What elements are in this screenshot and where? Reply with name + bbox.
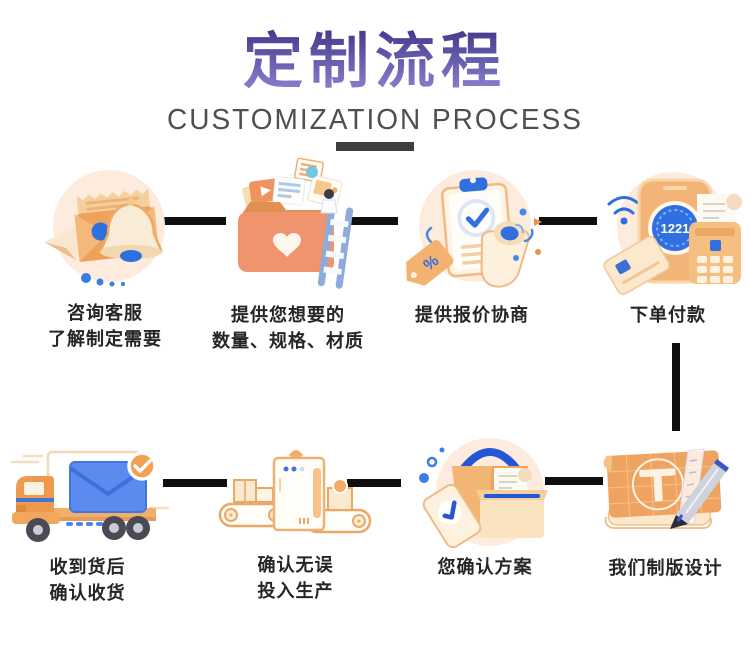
connector-step5-step6 [163,479,227,487]
step-design: 我们制版设计 [578,443,750,581]
delivery-truck-icon [10,450,169,542]
step-label: 您确认方案 [438,554,533,580]
step-label-line: 咨询客服 [67,303,143,323]
production-machine-icon [218,450,371,534]
step-requirements: 提供您想要的 数量、规格、材质 [198,158,378,354]
shopping-bag-icon [418,438,548,548]
connector-step6-step7 [347,479,401,487]
step-label-line: 确认无误 [257,555,334,575]
step-label: 提供报价协商 [415,302,529,328]
step-label-line: 确认收货 [49,583,126,603]
step-label-line: 数量、规格、材质 [212,331,364,351]
step-label: 下单付款 [630,302,706,328]
step-quote: % 提供报价协商 [382,166,562,328]
step-label: 确认无误 投入生产 [258,552,334,604]
title-divider-bar [336,142,414,151]
step-consult: 咨询客服 了解制定需要 [15,166,195,352]
step-confirm-plan: 您确认方案 [395,436,575,580]
step-label-line: 您确认方案 [437,557,533,577]
step-label: 我们制版设计 [609,555,723,581]
connector-step4-step8-vertical [672,343,680,431]
step-payment: 1221 下单付款 [578,166,750,328]
phone-display-number: 1221 [661,221,690,236]
blueprint-pen-icon [603,448,729,529]
connector-step1-step2 [164,217,226,225]
step-label-line: 我们制版设计 [608,558,723,578]
envelope-bell-icon [44,170,165,287]
step-label-line: 了解制定需要 [48,329,162,349]
connector-step2-step3 [346,217,398,225]
step-label: 收到货后 确认收货 [50,554,126,606]
step-label: 咨询客服 了解制定需要 [48,300,162,352]
page-title: 定制流程 [0,24,750,100]
step-receive: 收到货后 确认收货 [0,448,175,606]
connector-step7-step8 [545,477,603,485]
step-label-line: 收到货后 [49,557,126,577]
step-label-line: 下单付款 [630,305,706,325]
folder-materials-icon [238,158,354,289]
step-production: 确认无误 投入生产 [208,444,383,604]
clipboard-quote-icon: % [405,170,542,288]
phone-pos-icon: 1221 [603,172,742,295]
step-label-line: 提供报价协商 [415,305,529,325]
page-subtitle: CUSTOMIZATION PROCESS [167,103,583,136]
step-label: 提供您想要的 数量、规格、材质 [212,302,364,354]
step-label-line: 投入生产 [257,581,334,601]
connector-step3-step4 [539,217,597,225]
step-label-line: 提供您想要的 [231,305,345,325]
